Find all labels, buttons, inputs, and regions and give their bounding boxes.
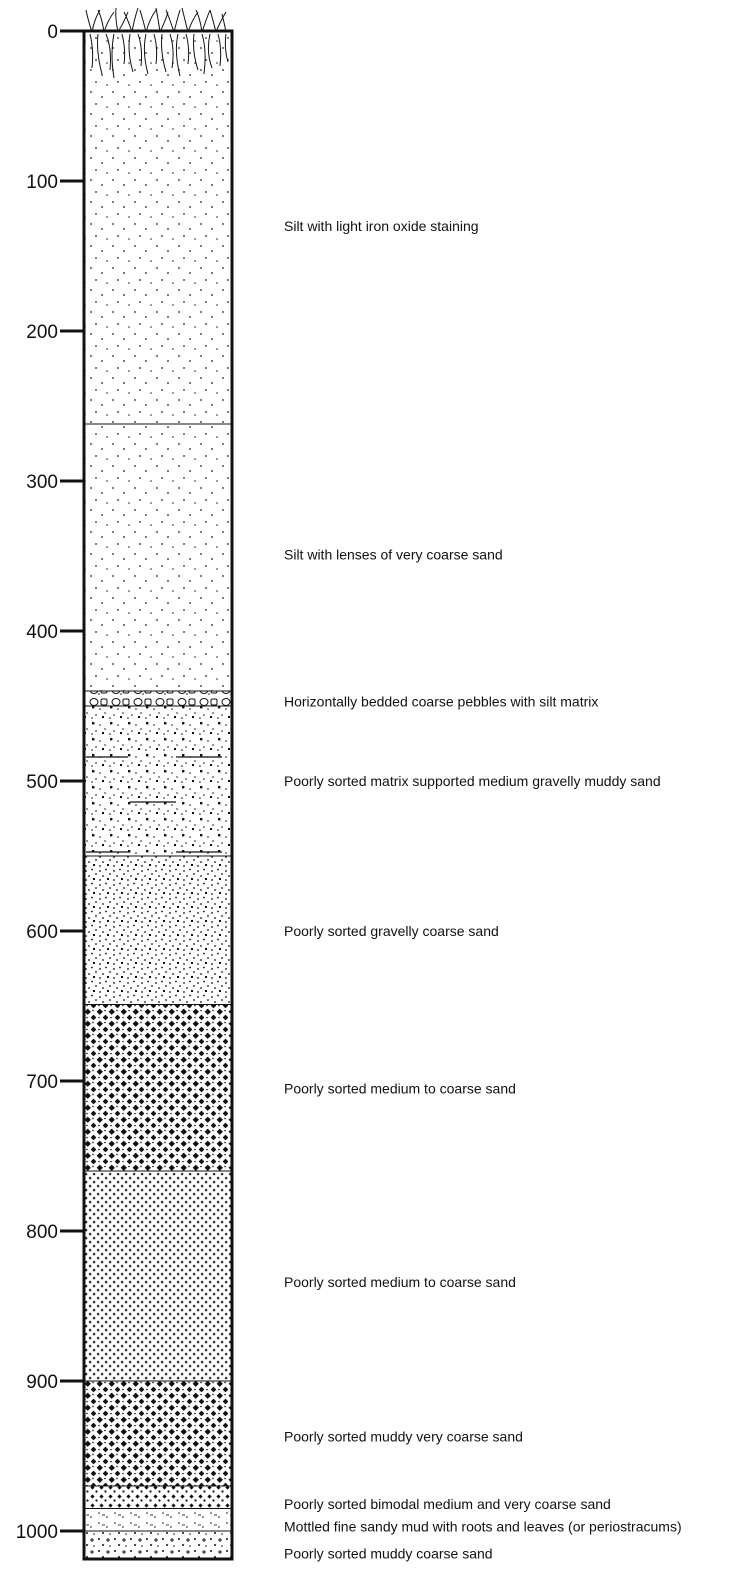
layer-description: Poorly sorted medium to coarse sand	[284, 1274, 516, 1290]
roots-grass-icon	[85, 7, 229, 79]
depth-tick-label: 900	[26, 1372, 58, 1393]
layer-fills	[84, 31, 232, 1558]
layer-description: Poorly sorted medium to coarse sand	[284, 1081, 516, 1097]
layer-description: Silt with light iron oxide staining	[284, 218, 479, 234]
depth-tick-label: 400	[26, 622, 58, 643]
layer-fill	[84, 691, 232, 706]
layer-fill	[84, 856, 232, 1005]
layer-fill	[84, 424, 232, 691]
depth-tick-label: 800	[26, 1222, 58, 1243]
layer-description: Horizontally bedded coarse pebbles with …	[284, 694, 598, 710]
layer-descriptions: Silt with light iron oxide stainingSilt …	[284, 218, 682, 1562]
bedding-marks	[86, 756, 222, 853]
layer-description: Mottled fine sandy mud with roots and le…	[284, 1519, 682, 1535]
layer-fill	[84, 1381, 232, 1486]
depth-tick-label: 600	[26, 922, 58, 943]
depth-axis: 0 100 200 300 400 500 600 700 800 900 1000	[16, 22, 84, 1543]
layer-description: Poorly sorted muddy coarse sand	[284, 1546, 493, 1562]
depth-tick-label: 1000	[16, 1522, 58, 1543]
depth-tick-label: 200	[26, 322, 58, 343]
layer-fill	[84, 1508, 232, 1531]
depth-tick-label: 0	[47, 22, 58, 43]
layer-description: Poorly sorted bimodal medium and very co…	[284, 1496, 611, 1512]
layer-fill	[84, 31, 232, 424]
depth-tick-label: 100	[26, 172, 58, 193]
layer-fill	[84, 1486, 232, 1509]
depth-tick-label: 300	[26, 472, 58, 493]
layer-fill	[84, 706, 232, 856]
layer-description: Poorly sorted muddy very coarse sand	[284, 1429, 523, 1445]
layer-description: Silt with lenses of very coarse sand	[284, 547, 503, 563]
layer-fill	[84, 1004, 232, 1171]
layer-description: Poorly sorted gravelly coarse sand	[284, 923, 499, 939]
layer-fill	[84, 1171, 232, 1381]
depth-tick-label: 500	[26, 772, 58, 793]
layer-boundaries	[84, 423, 232, 1532]
layer-fill	[84, 1531, 232, 1558]
column-frame	[82, 29, 234, 1561]
layer-description: Poorly sorted matrix supported medium gr…	[284, 773, 661, 789]
depth-tick-label: 700	[26, 1072, 58, 1093]
